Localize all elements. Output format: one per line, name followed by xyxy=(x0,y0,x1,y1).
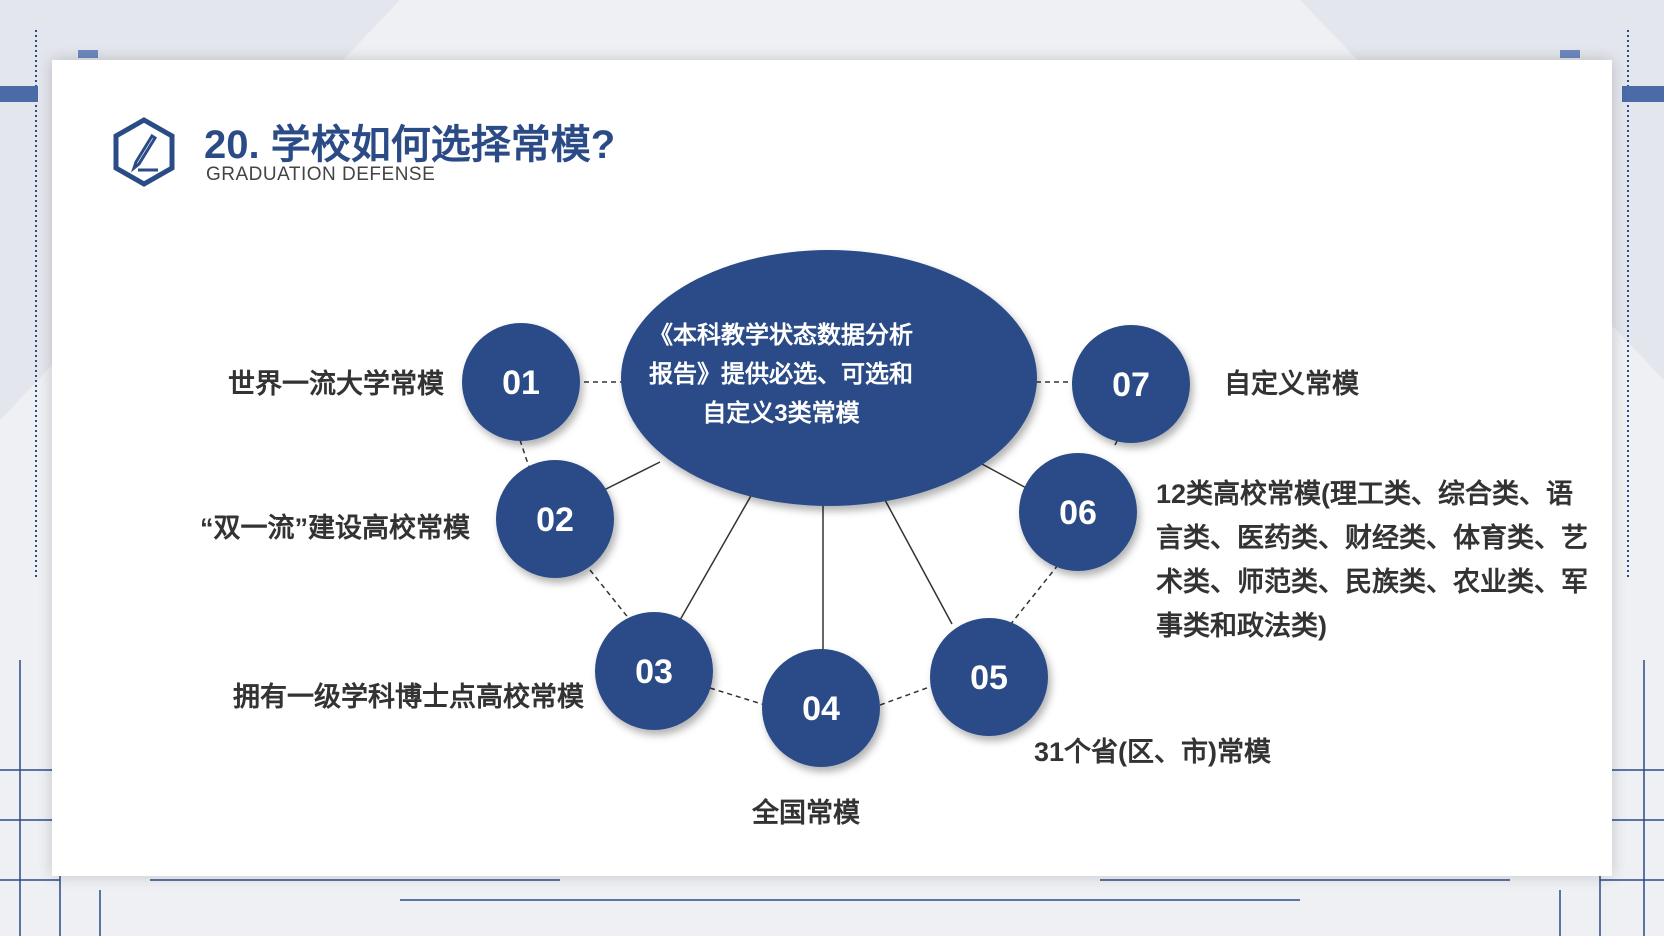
node-07-label: 自定义常模 xyxy=(1224,369,1359,399)
slide-subtitle: GRADUATION DEFENSE xyxy=(206,164,436,185)
node-01-circle xyxy=(462,323,580,441)
node-01-number: 01 xyxy=(502,364,540,402)
node-02-number: 02 xyxy=(536,501,574,539)
center-ellipse xyxy=(621,250,1037,506)
slide-title: 20. 学校如何选择常模? xyxy=(204,123,616,167)
connector-03 xyxy=(679,493,753,621)
connector-02 xyxy=(599,461,661,493)
node-05-circle xyxy=(930,618,1048,736)
node-01-label: 世界一流大学常模 xyxy=(228,369,444,399)
node-03-circle xyxy=(595,612,713,730)
node-06-label: 12类高校常模(理工类、综合类、语言类、医药类、财经类、体育类、艺术类、师范类、… xyxy=(1156,479,1588,641)
node-06-number: 06 xyxy=(1059,494,1097,532)
node-04-circle xyxy=(762,649,880,767)
node-03-number: 03 xyxy=(635,653,673,691)
node-07-circle xyxy=(1072,325,1190,443)
node-02-circle xyxy=(496,460,614,578)
connector-06 xyxy=(981,463,1031,491)
dash-ring xyxy=(519,424,1126,706)
node-04-label: 全国常模 xyxy=(752,798,860,828)
node-02-label: “双一流”建设高校常模 xyxy=(200,513,470,543)
node-03-label: 拥有一级学科博士点高校常模 xyxy=(233,682,584,712)
connector-05 xyxy=(884,499,953,625)
center-text: 《本科教学状态数据分析报告》提供必选、可选和自定义3类常模 xyxy=(649,322,913,427)
node-04-number: 04 xyxy=(802,690,840,728)
node-07-number: 07 xyxy=(1112,366,1150,404)
pencil-hexagon-icon xyxy=(113,117,175,187)
node-06-circle xyxy=(1019,453,1137,571)
node-05-label: 31个省(区、市)常模 xyxy=(1034,737,1272,767)
node-05-number: 05 xyxy=(970,659,1008,697)
